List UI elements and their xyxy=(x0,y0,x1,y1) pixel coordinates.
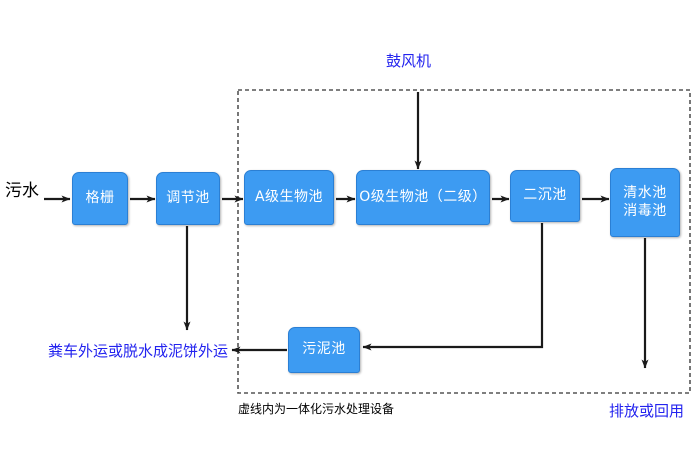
blower-label-text: 鼓风机 xyxy=(386,52,432,70)
node-grille-label: 格栅 xyxy=(85,189,115,206)
dashed-region-caption: 虚线内为一体化污水处理设备 xyxy=(238,400,394,417)
sludge-transport-label-text: 粪车外运或脱水成泥饼外运 xyxy=(48,342,229,360)
node-o-stage-bio-tank-label: O级生物池（二级） xyxy=(359,188,487,205)
node-secondary-settling-tank-label: 二沉池 xyxy=(523,187,567,204)
influent-label: 污水 xyxy=(5,176,39,201)
influent-label-text: 污水 xyxy=(5,181,39,201)
node-a-stage-bio-tank[interactable]: A级生物池 xyxy=(244,170,334,225)
discharge-reuse-label: 排放或回用 xyxy=(609,400,684,421)
sludge-transport-label: 粪车外运或脱水成泥饼外运 xyxy=(48,340,228,361)
node-secondary-settling-tank[interactable]: 二沉池 xyxy=(510,170,580,222)
node-sludge-tank-label: 污泥池 xyxy=(302,341,346,358)
dashed-region-caption-text: 虚线内为一体化污水处理设备 xyxy=(238,402,395,416)
node-regulation-tank[interactable]: 调节池 xyxy=(156,172,220,225)
node-clearwater-disinfection-tank[interactable]: 清水池 消毒池 xyxy=(610,168,680,237)
discharge-reuse-label-text: 排放或回用 xyxy=(609,402,685,420)
blower-label: 鼓风机 xyxy=(386,50,431,71)
node-sludge-tank[interactable]: 污泥池 xyxy=(288,327,360,373)
node-grille[interactable]: 格栅 xyxy=(72,172,128,225)
dashed-region-border xyxy=(237,89,691,394)
node-regulation-tank-label: 调节池 xyxy=(166,189,210,206)
node-clearwater-disinfection-tank-label: 清水池 消毒池 xyxy=(623,185,667,219)
node-o-stage-bio-tank[interactable]: O级生物池（二级） xyxy=(356,170,490,225)
arrow-secondary-to-sludge xyxy=(362,223,544,351)
node-a-stage-bio-tank-label: A级生物池 xyxy=(254,188,324,205)
